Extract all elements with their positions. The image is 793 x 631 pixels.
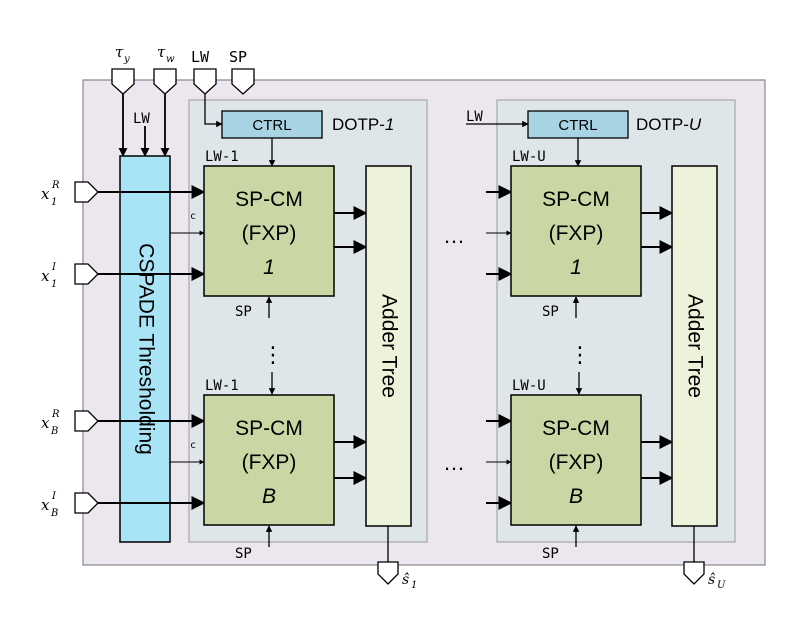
- adder-tree-1-block: [365, 165, 412, 527]
- tau-y-port: [111, 68, 135, 95]
- adder-tree-u-label: Adder Tree: [683, 294, 706, 398]
- tau-y-sub: y: [123, 54, 130, 65]
- su-label: ŝ: [708, 572, 715, 588]
- xbr-sup: R: [51, 409, 60, 420]
- sp-port: [231, 68, 255, 95]
- xbi-sup: I: [51, 491, 57, 502]
- c-top-label: c: [190, 211, 196, 222]
- ctrl-u-block: [527, 110, 629, 139]
- adder-tree-u-block: [671, 165, 718, 527]
- spcm-u-bottom-index: B: [569, 485, 583, 508]
- lw-u-in-label: LW: [466, 109, 483, 125]
- x1r-port: [74, 181, 99, 203]
- lw-1-top-label: LW-1: [205, 149, 239, 165]
- spcm-1-top-line2: (FXP): [242, 222, 297, 245]
- xbr-label: x: [41, 414, 50, 432]
- tau-w-label: τ: [157, 43, 166, 61]
- spcm-u-bottom-line2: (FXP): [549, 451, 604, 474]
- spcm-1-bottom-line2: (FXP): [242, 451, 297, 474]
- threshold-lw-label: LW: [133, 111, 150, 127]
- spcm-u-top-block: [510, 165, 642, 297]
- spcm-1-bottom-block: [203, 394, 335, 526]
- xbi-label: x: [41, 496, 50, 514]
- lw-port: [193, 68, 217, 95]
- x1i-port: [74, 263, 99, 285]
- s1-sub: 1: [411, 580, 417, 591]
- ctrl-u-label: CTRL: [558, 117, 597, 134]
- xbi-port: [74, 492, 99, 514]
- sp-1-top-label: SP: [235, 304, 252, 320]
- sp-top-label: SP: [229, 48, 247, 66]
- tau-w-sub: w: [166, 54, 175, 65]
- spcm-u-top-index: 1: [570, 256, 582, 279]
- x1r-sup: R: [51, 180, 60, 191]
- spcm-u-top-line1: SP-CM: [542, 188, 610, 211]
- xbr-sub: B: [50, 426, 58, 437]
- x1i-label: x: [41, 267, 50, 285]
- spcm-u-bottom-line1: SP-CM: [542, 417, 610, 440]
- ctrl-1-label: CTRL: [252, 117, 291, 134]
- tau-y-label: τ: [115, 43, 124, 61]
- spcm-1-top-index: 1: [263, 256, 275, 279]
- s1-label: ŝ: [402, 572, 409, 588]
- lw-u-mid-label: LW-U: [512, 378, 546, 394]
- x1i-sup: I: [51, 262, 57, 273]
- x1i-sub: 1: [51, 279, 57, 290]
- lw-top-label: LW: [191, 48, 210, 66]
- xbi-sub: B: [50, 508, 58, 519]
- dotp-1: CTRL DOTP-1 LW-1 SP-CM (FXP) 1 SP-CM (FX…: [203, 110, 417, 591]
- x-inputs: x 1 R x 1 I x B R x B I: [41, 180, 99, 519]
- sp-1-bottom-label: SP: [235, 546, 252, 562]
- su-sub: U: [717, 580, 726, 591]
- sp-u-top-label: SP: [542, 304, 559, 320]
- vdots-u: ⋮: [569, 342, 591, 367]
- adder-tree-1-label: Adder Tree: [377, 294, 400, 398]
- dotp-u: LW CTRL DOTP-U LW-U SP-CM (FXP) 1 SP-CM …: [466, 109, 726, 591]
- sp-u-bottom-label: SP: [542, 546, 559, 562]
- lw-u-top-label: LW-U: [512, 149, 546, 165]
- ctrl-1-block: [221, 110, 323, 139]
- cspade-thresholding-block: [119, 155, 171, 543]
- su-port: [683, 561, 705, 585]
- tau-w-port: [153, 68, 177, 95]
- s1-port: [377, 561, 399, 585]
- x1r-label: x: [41, 185, 50, 203]
- top-inputs: τ y τ w LW SP: [111, 43, 255, 95]
- ellipsis-top: …: [443, 223, 465, 248]
- dotp-1-title: DOTP-1: [332, 115, 394, 134]
- dotp-u-title: DOTP-U: [636, 115, 702, 134]
- thresholding-label: CSPADE Thresholding: [134, 243, 157, 455]
- spcm-1-bottom-index: B: [262, 485, 276, 508]
- spcm-u-top-line2: (FXP): [549, 222, 604, 245]
- lw-1-mid-label: LW-1: [205, 378, 239, 394]
- vdots-1: ⋮: [262, 342, 284, 367]
- x1r-sub: 1: [51, 197, 57, 208]
- spcm-1-top-line1: SP-CM: [235, 188, 303, 211]
- c-bottom-label: c: [190, 440, 196, 451]
- spcm-1-top-block: [203, 165, 335, 297]
- ellipsis-bottom: …: [443, 450, 465, 475]
- xbr-port: [74, 410, 99, 432]
- spcm-u-bottom-block: [510, 394, 642, 526]
- spcm-1-bottom-line1: SP-CM: [235, 417, 303, 440]
